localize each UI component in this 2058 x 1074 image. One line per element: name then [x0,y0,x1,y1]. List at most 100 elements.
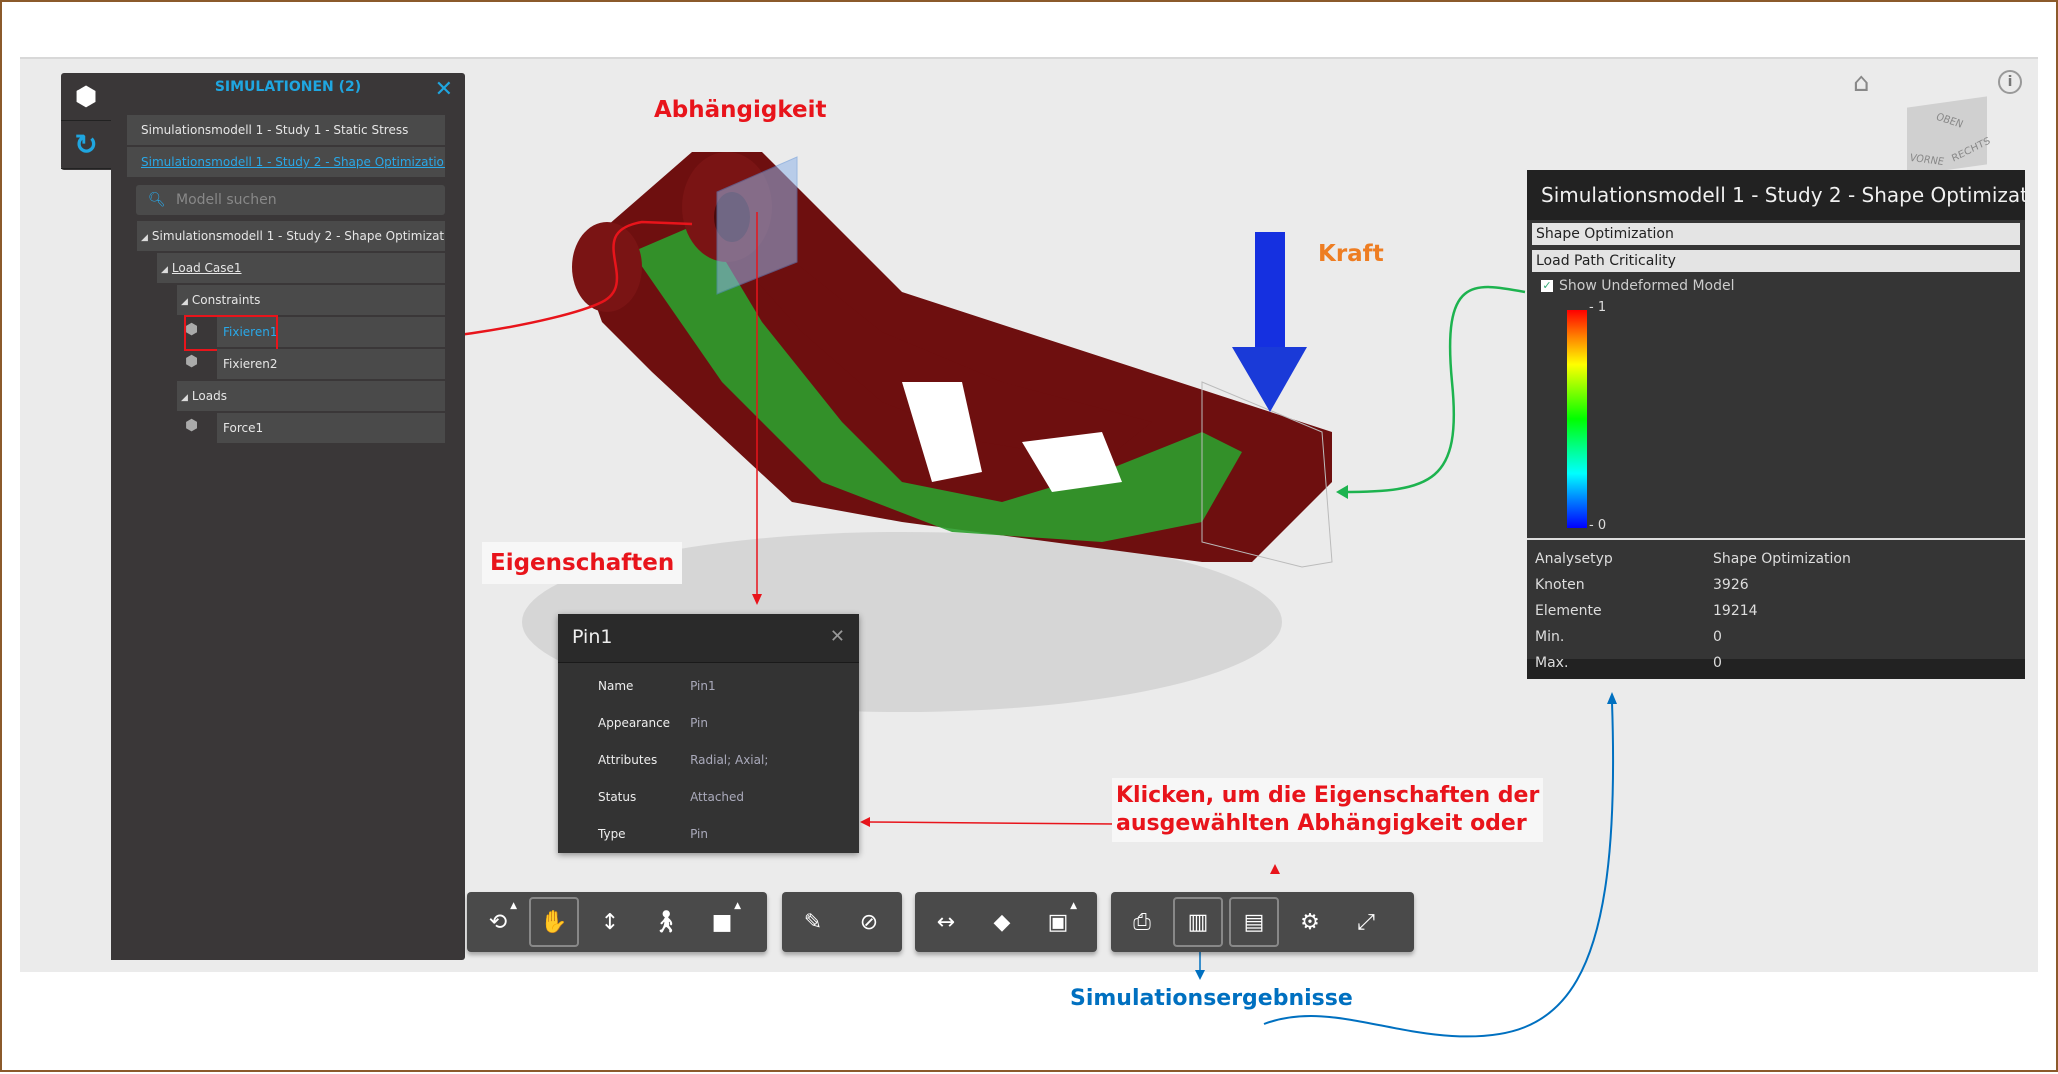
tree-root[interactable]: ◢Simulationsmodell 1 - Study 2 - Shape O… [137,221,445,251]
markup-group: ✎ ⊘ [782,892,902,952]
tree-root-label: Simulationsmodell 1 - Study 2 - Shape Op… [151,229,445,243]
info-key: Knoten [1535,577,1585,593]
tree-load-case[interactable]: ◢Load Case1 [157,253,445,283]
orbit-icon[interactable]: ⟲▲ [488,901,517,935]
prop-key: Attributes [598,752,658,767]
properties-title: Pin1 [572,626,613,648]
prop-key: Appearance [598,715,671,730]
annotation-force: Kraft [1318,241,1384,267]
info-value: 3926 [1713,577,1749,593]
prop-value: Pin1 [690,678,716,693]
prop-value: Pin [690,826,708,841]
prop-value: Radial; Axial; [690,752,769,767]
explode-icon[interactable]: ◆ [993,909,1011,935]
color-legend [1567,310,1587,528]
selection-highlight [184,315,278,351]
markup-pencil-icon[interactable]: ✎ [803,909,823,935]
settings-gear-icon[interactable]: ⚙ [1300,909,1320,935]
checkbox-checked-icon: ✓ [1541,279,1553,292]
result-view-select[interactable]: Load Path Criticality [1532,250,2020,272]
pan-icon[interactable]: ✋ [529,897,579,947]
simulation-results-icon[interactable]: ▥ [1173,897,1223,947]
prop-value: Pin [690,715,708,730]
properties-icon[interactable]: ▤ [1229,897,1279,947]
prop-key: Type [598,826,626,841]
footer-bar [1527,659,2025,679]
tree-item-fixieren1[interactable]: Fixieren1 [217,317,445,347]
checkbox-label: Show Undeformed Model [1559,278,1735,294]
cube-right-label: RECHTS [1950,135,1992,165]
section-icon[interactable]: ▣▲ [1047,901,1077,935]
view-cube[interactable]: OBEN VORNE RECHTS [1907,96,1992,176]
load-cube-icon: ⬢ [185,416,199,434]
model-tools-group: ↔ ◆ ▣▲ [915,892,1097,952]
navigation-group: ⟲▲ ✋ ↕ 🚶︎ ■▲ [467,892,767,952]
fullscreen-icon[interactable]: ⤢ [1357,909,1375,935]
study-item-1[interactable]: Simulationsmodell 1 - Study 1 - Static S… [127,115,445,145]
annotation-dependency: Abhängigkeit [654,97,827,123]
tree-loads[interactable]: ◢Loads [177,381,445,411]
search-placeholder: Modell suchen [176,192,277,208]
hide-eye-icon[interactable]: ⊘ [859,909,879,935]
tree-item-fixieren2[interactable]: Fixieren2 [217,349,445,379]
cube-icon: ⬢ [74,81,98,112]
load-case-label: Load Case1 [171,261,242,275]
annotation-properties: Eigenschaften [482,542,683,584]
cube-top-label: OBEN [1934,111,1965,131]
info-icon[interactable]: i [1998,70,2022,94]
model-search-input[interactable]: 🔍︎ Modell suchen [136,185,445,215]
info-value: Shape Optimization [1713,551,1851,567]
tree-constraints[interactable]: ◢Constraints [177,285,445,315]
annotation-sim-results: Simulationsergebnisse [1070,986,1353,1011]
constraint-cube-icon: ⬢ [185,352,199,370]
item-label: Force1 [223,421,264,435]
result-type-select[interactable]: Shape Optimization [1532,223,2020,245]
close-icon[interactable]: ✕ [829,626,845,647]
info-key: Min. [1535,629,1565,645]
camera-icon[interactable]: ■▲ [711,901,741,935]
study-item-2[interactable]: Simulationsmodell 1 - Study 2 - Shape Op… [127,147,445,177]
prop-key: Name [598,678,634,693]
constraints-label: Constraints [191,293,261,307]
zoom-icon[interactable]: ↕ [600,909,620,935]
loads-label: Loads [191,389,227,403]
tree-item-force1[interactable]: Force1 [217,413,445,443]
first-person-icon[interactable]: 🚶︎ [652,909,680,935]
model-browser-button[interactable]: ⬢ [61,73,111,121]
cube-front-label: VORNE [1908,152,1946,169]
results-connector [1341,285,1526,494]
simulations-button[interactable]: ↻ [61,121,111,169]
item-label: Fixieren2 [223,357,278,371]
sim-results-connector [1263,701,1615,1038]
hint-line-2: ausgewählten Abhängigkeit oder [1116,811,1527,836]
info-key: Analysetyp [1535,551,1613,567]
simulation-icon: ↻ [74,128,98,161]
show-undeformed-checkbox[interactable]: ✓ Show Undeformed Model [1541,278,2025,294]
measure-icon[interactable]: ↔ [936,909,956,935]
bracket-model [572,152,1333,568]
item-label: Fixieren1 [223,325,278,339]
results-panel: Simulationsmodell 1 - Study 2 - Shape Op… [1527,170,2025,679]
legend-max: - 1 [1589,300,1607,315]
force-arrow [1232,232,1307,412]
search-icon: 🔍︎ [148,192,166,208]
constraint-cube-icon: ⬢ [185,320,199,338]
info-key: Max. [1535,655,1569,671]
legend-max-value: 1 [1597,300,1607,315]
print-icon[interactable]: ⎙ [1133,909,1151,935]
info-value: 0 [1713,629,1722,645]
results-title: Simulationsmodell 1 - Study 2 - Shape Op… [1527,170,2025,220]
prop-key: Status [598,789,637,804]
prop-value: Attached [690,789,745,804]
close-icon[interactable]: ✕ [434,77,453,102]
hint-line-1: Klicken, um die Eigenschaften der [1116,783,1540,808]
legend-min-value: 0 [1597,518,1607,533]
home-icon[interactable]: ⌂ [1853,68,1870,98]
info-key: Elemente [1535,603,1602,619]
simulations-panel: SIMULATIONEN (2) ✕ Simulationsmodell 1 -… [111,73,465,960]
annotation-click-hint: Klicken, um die Eigenschaften der ausgewä… [1112,778,1544,842]
info-value: 0 [1713,655,1722,671]
